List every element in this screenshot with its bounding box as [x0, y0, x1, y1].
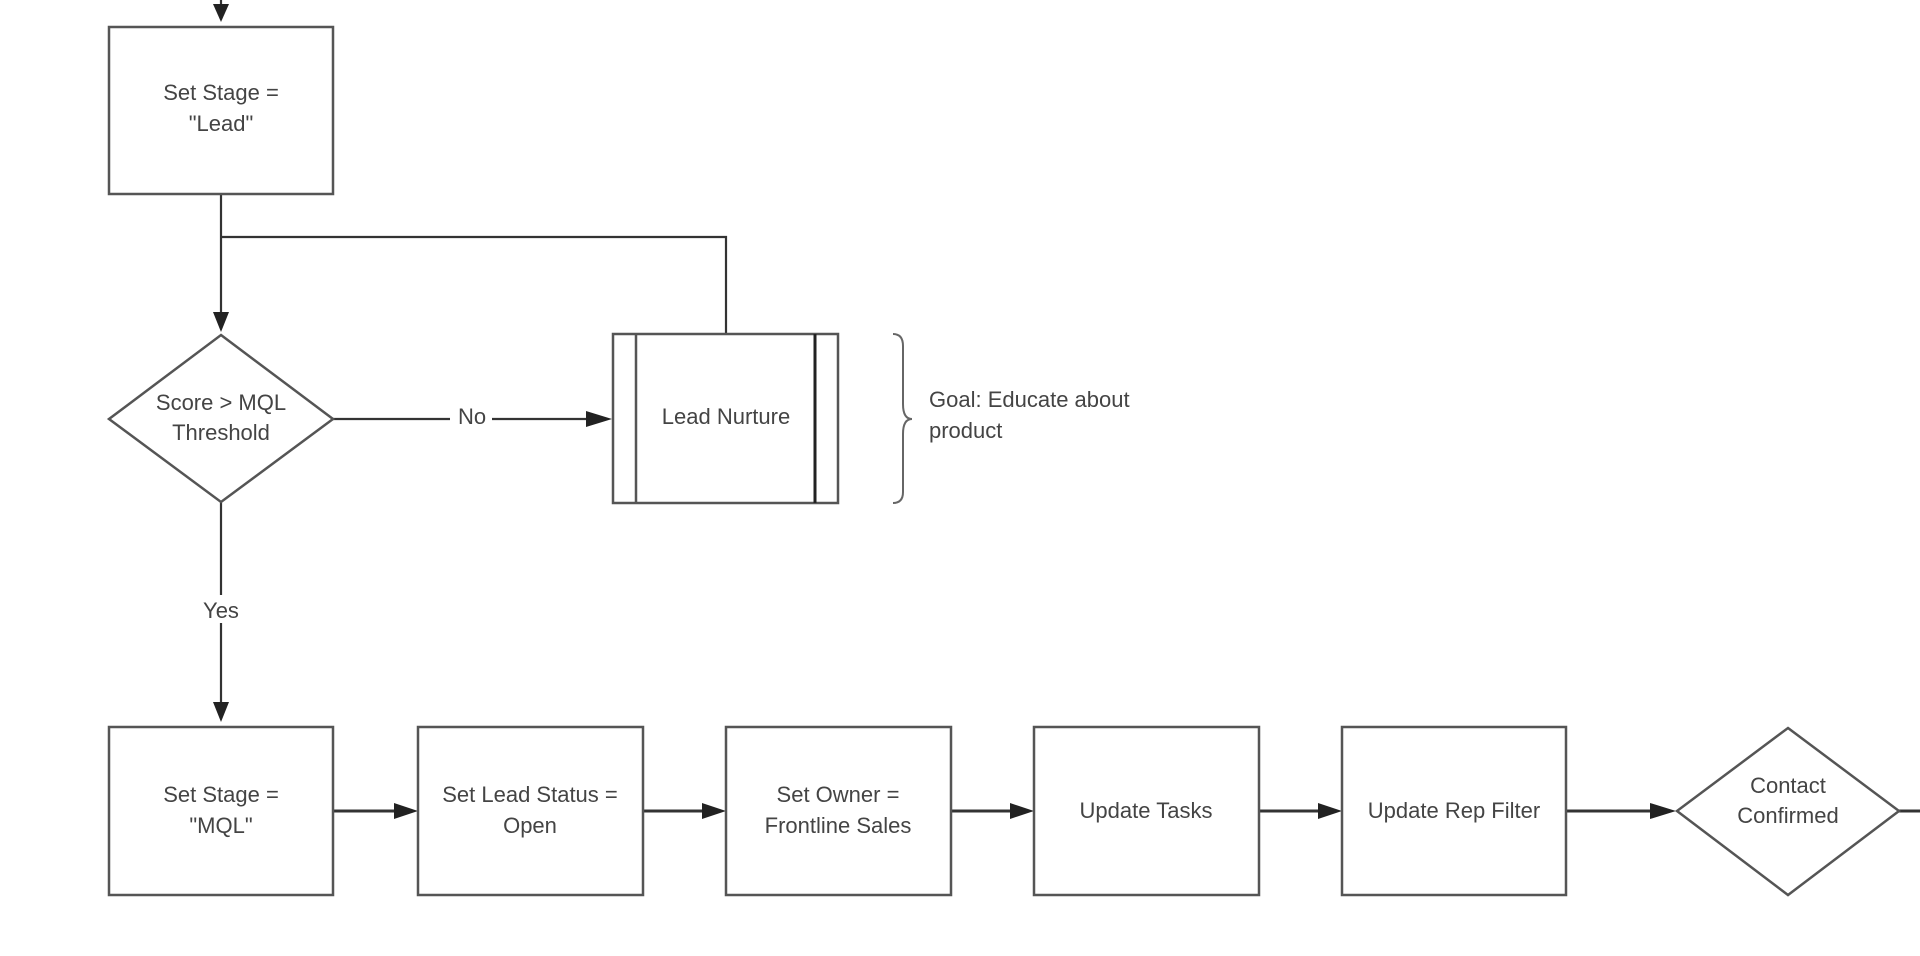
process-box [724, 725, 953, 897]
node-score-decision[interactable]: Score > MQL Threshold [106, 333, 336, 504]
node-set-owner[interactable]: Set Owner = Frontline Sales [724, 725, 953, 897]
node-label-line: Lead Nurture [662, 404, 790, 429]
node-label-line: Set Owner = [777, 782, 900, 807]
node-label-line: "Lead" [189, 111, 254, 136]
edge-nurture-loop [221, 235, 728, 334]
node-label-line: Frontline Sales [765, 813, 912, 838]
process-box [1032, 725, 1261, 897]
node-label-line: "MQL" [189, 813, 252, 838]
process-box [107, 725, 335, 897]
arrowhead-status-to-owner [702, 803, 726, 819]
node-update-tasks[interactable]: Update Tasks [1032, 725, 1261, 897]
note-text-line: product [929, 418, 1002, 443]
arrowhead-yes [213, 702, 229, 722]
decision-diamond [1674, 726, 1902, 897]
arrowhead-incoming [213, 4, 229, 22]
node-label-line: Update Tasks [1080, 798, 1213, 823]
arrowhead-owner-to-tasks [1010, 803, 1034, 819]
annotation-goal: Goal: Educate about product [892, 333, 1130, 504]
brace-icon [892, 333, 913, 504]
node-label-line: Set Stage = [163, 80, 279, 105]
node-label-line: Score > MQL [156, 390, 286, 415]
node-lead-nurture[interactable]: Lead Nurture [611, 332, 840, 505]
process-box [416, 725, 645, 897]
node-update-rep-filter[interactable]: Update Rep Filter [1340, 725, 1568, 897]
decision-diamond [106, 333, 336, 504]
node-label-line: Threshold [172, 420, 270, 445]
subprocess-box [611, 332, 840, 505]
node-set-stage-lead[interactable]: Set Stage = "Lead" [107, 25, 335, 196]
edge-yes-label-bg [195, 595, 247, 623]
node-label-line: Set Stage = [163, 782, 279, 807]
process-box [1340, 725, 1568, 897]
arrowhead-no [586, 411, 612, 427]
node-label-line: Confirmed [1737, 803, 1838, 828]
node-label-line: Open [503, 813, 557, 838]
node-label-line: Set Lead Status = [442, 782, 618, 807]
process-box [107, 25, 335, 196]
edge-no-label-bg [450, 405, 492, 433]
edge-yes-label: Yes [203, 598, 239, 623]
arrowhead-tasks-to-rep [1318, 803, 1342, 819]
note-text-line: Goal: Educate about [929, 387, 1130, 412]
node-label-line: Contact [1750, 773, 1826, 798]
node-contact-confirmed[interactable]: Contact Confirmed [1674, 726, 1902, 897]
arrowhead-rep-to-confirmed [1650, 803, 1676, 819]
node-set-stage-mql[interactable]: Set Stage = "MQL" [107, 725, 335, 897]
node-set-lead-status[interactable]: Set Lead Status = Open [416, 725, 645, 897]
edge-no-label: No [458, 404, 486, 429]
arrowhead-mql-to-status [394, 803, 418, 819]
arrowhead-lead-to-decision [213, 312, 229, 332]
node-label-line: Update Rep Filter [1368, 798, 1540, 823]
